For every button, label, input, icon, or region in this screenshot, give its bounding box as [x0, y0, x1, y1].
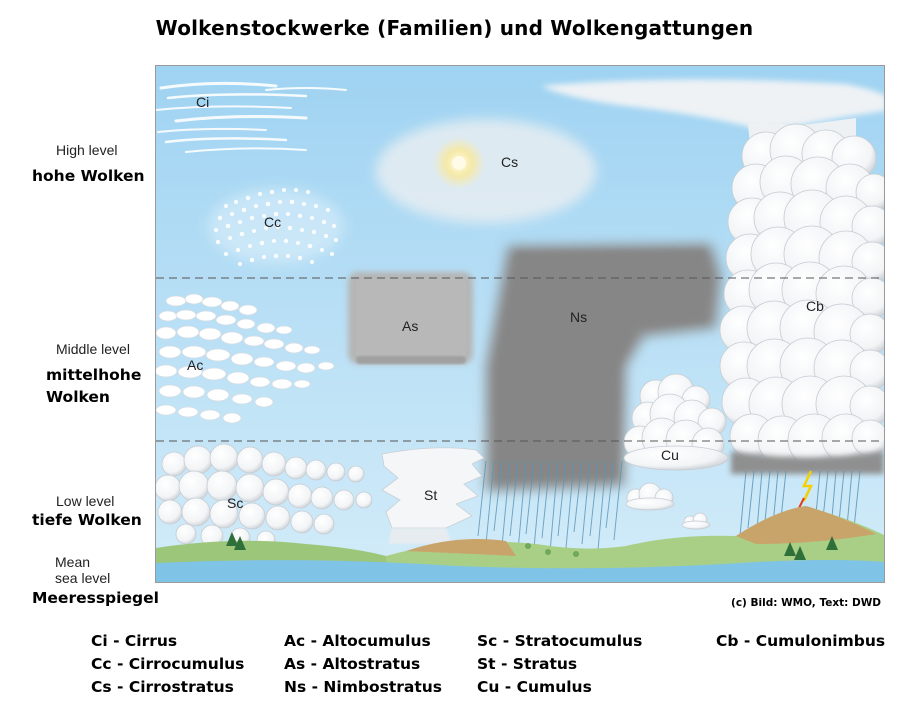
- sea-level-german-label: Meeresspiegel: [32, 589, 159, 607]
- cirrus-cloud: [156, 81, 347, 153]
- label-cu: Cu: [661, 447, 679, 463]
- low-level-label: Low level: [56, 493, 115, 509]
- altocumulus-cloud: [156, 293, 335, 424]
- altostratus-cloud: [348, 272, 473, 364]
- label-sc: Sc: [227, 495, 243, 511]
- legend-sc: Sc - Stratocumulus: [477, 632, 643, 650]
- high-level-label: High level: [56, 142, 118, 158]
- low-level-german-label: tiefe Wolken: [32, 511, 142, 529]
- diagram-title: Wolkenstockwerke (Familien) und Wolkenga…: [155, 16, 754, 40]
- legend-ns: Ns - Nimbostratus: [284, 678, 443, 696]
- legend-cu: Cu - Cumulus: [477, 678, 592, 696]
- label-st: St: [424, 487, 437, 503]
- legend-ci: Ci - Cirrus: [91, 632, 178, 650]
- label-ac: Ac: [187, 357, 203, 373]
- label-cb: Cb: [806, 298, 824, 314]
- high-level-german-label: hohe Wolken: [32, 167, 145, 185]
- legend-cc: Cc - Cirrocumulus: [91, 655, 245, 673]
- stratus-cloud: [381, 447, 485, 544]
- cirrostratus-cloud: [376, 119, 596, 223]
- cloud-illustration: Ci Cs Cc As Ns Cb Ac Cu Sc St: [156, 66, 884, 582]
- legend-ac: Ac - Altocumulus: [284, 632, 431, 650]
- stratocumulus-cloud: [156, 443, 373, 550]
- landscape: [156, 506, 884, 582]
- label-cc: Cc: [264, 214, 281, 230]
- legend-as: As - Altostratus: [284, 655, 421, 673]
- middle-level-german-label-line1: mittelhohe: [46, 366, 142, 384]
- legend-st: St - Stratus: [477, 655, 578, 673]
- cirrocumulus-cloud: [208, 188, 344, 266]
- cumulus-cloud: [623, 373, 729, 530]
- label-ci: Ci: [196, 94, 209, 110]
- cloud-scene: Ci Cs Cc As Ns Cb Ac Cu Sc St: [155, 65, 885, 583]
- cumulonimbus-cloud: [541, 79, 884, 542]
- nimbostratus-cloud: [486, 244, 721, 491]
- sea-level-label-line1: Mean: [55, 554, 91, 570]
- legend-cs: Cs - Cirrostratus: [91, 678, 234, 696]
- sea-level-label-line2: sea level: [55, 570, 111, 586]
- rain-nimbostratus: [477, 460, 623, 553]
- label-as: As: [402, 318, 418, 334]
- legend-cb: Cb - Cumulonimbus: [716, 632, 886, 650]
- trees: [226, 532, 838, 560]
- middle-level-german-label-line2: Wolken: [46, 388, 110, 406]
- image-credit: (c) Bild: WMO, Text: DWD: [731, 597, 881, 609]
- middle-level-label: Middle level: [56, 341, 130, 357]
- label-cs: Cs: [501, 154, 518, 170]
- label-ns: Ns: [570, 309, 587, 325]
